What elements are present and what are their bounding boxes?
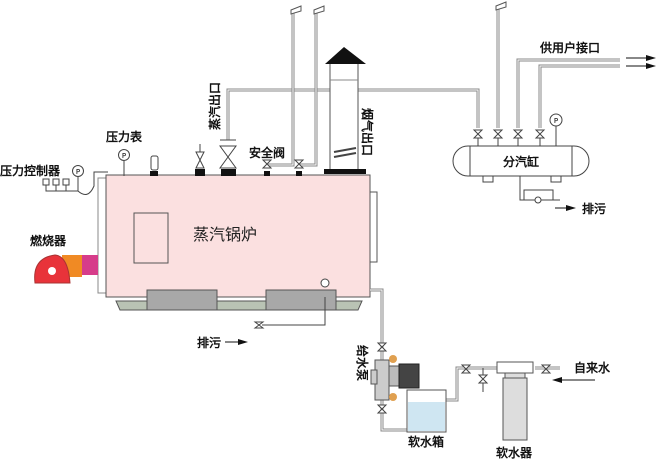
water-softener <box>477 361 534 441</box>
tap-water-label: 自来水 <box>574 360 611 375</box>
user-supply-pipes <box>516 55 656 128</box>
steam-header-cylinder: 分汽缸 <box>452 145 590 183</box>
svg-text:P: P <box>76 168 80 176</box>
burner <box>34 254 98 284</box>
chimney <box>324 47 366 174</box>
header-valves[interactable] <box>472 129 546 146</box>
boiler-inspection-door <box>133 212 169 264</box>
burner-label: 燃烧器 <box>30 233 67 248</box>
boiler-base <box>115 289 363 311</box>
flue-gas-outlet-label: 烟气出口 <box>360 108 375 156</box>
steam-outlet-valve[interactable] <box>219 145 237 169</box>
svg-text:P: P <box>554 117 558 125</box>
user-interface-label: 供用户接口 <box>539 40 600 55</box>
pressure-gauge: P <box>118 149 130 176</box>
drain-right-label: 排污 <box>582 201 606 216</box>
safety-valve-2[interactable] <box>293 159 305 169</box>
header-pressure-gauge: P <box>549 113 563 146</box>
pressure-controller: P <box>42 165 108 196</box>
feed-pump-label: 给水泵 <box>355 345 370 381</box>
header-vent-pipe <box>495 1 507 128</box>
level-gauge <box>320 278 330 288</box>
feed-pump[interactable] <box>370 342 552 414</box>
steam-outlet-label: 蒸汽出口 <box>207 82 222 130</box>
boiler-side-plate <box>369 191 378 263</box>
svg-text:P: P <box>122 152 126 160</box>
soft-water-tank-label: 软水箱 <box>408 434 444 449</box>
boiler-left-pipe <box>97 177 107 294</box>
boiler-drain <box>225 297 326 345</box>
safety-valve-1[interactable] <box>261 159 273 169</box>
steam-header-label: 分汽缸 <box>503 154 539 169</box>
tap-water-arrow <box>552 377 595 383</box>
boiler-label: 蒸汽锅炉 <box>193 225 257 244</box>
safety-valve-label: 安全阀 <box>249 145 285 160</box>
soft-water-tank <box>406 389 447 433</box>
pressure-controller-label: 压力控制器 <box>0 163 61 178</box>
boiler-top-fittings <box>150 139 305 176</box>
feed-water-pipe <box>370 288 560 432</box>
water-softener-label: 软水器 <box>496 445 533 459</box>
safety-vent-pipes <box>268 5 325 167</box>
pressure-gauge-label: 压力表 <box>106 129 143 144</box>
header-drain: 排污 <box>519 176 606 216</box>
drain-left-label: 排污 <box>197 335 221 350</box>
supply-arrows <box>626 55 656 69</box>
